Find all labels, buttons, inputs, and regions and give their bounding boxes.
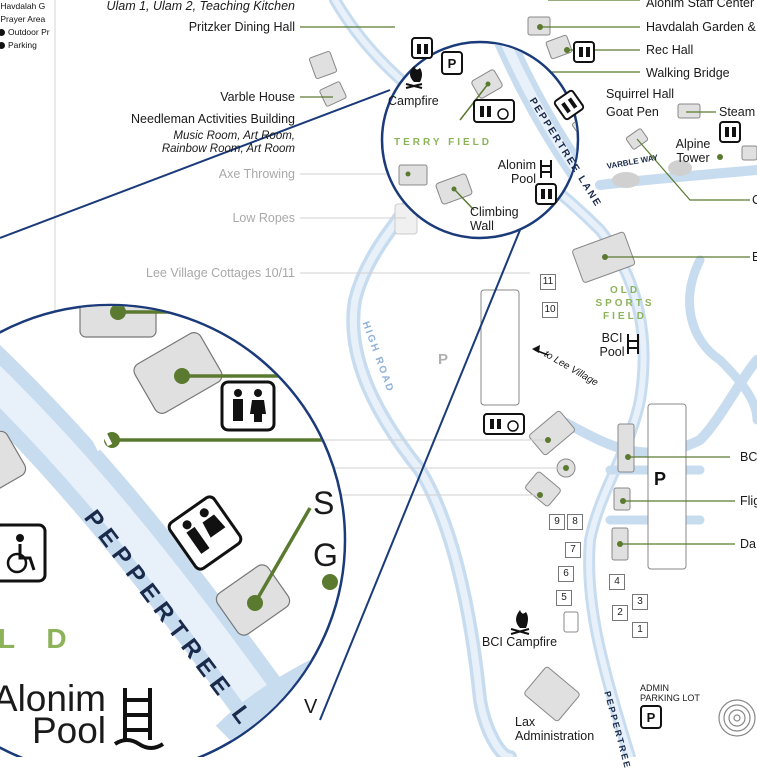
zoom-label-pool: Pool <box>31 710 106 751</box>
steam-restroom-icon <box>719 121 741 143</box>
inset-circle <box>380 40 580 240</box>
pool-icon <box>113 688 165 750</box>
zoom-cone <box>0 89 521 721</box>
legend: Havdalah G Prayer Area Outdoor Pr Parkin… <box>0 0 50 52</box>
label-steam: Steam <box>719 105 756 119</box>
cottage-number: 4 <box>609 574 625 590</box>
label-admin-parking: ADMIN PARKING LOT <box>640 683 700 703</box>
inset-restroom-icon-2 <box>535 183 557 205</box>
label-havdalah-garden: Havdalah Garden & <box>646 20 756 34</box>
inset-pool-icon <box>540 160 552 178</box>
svg-text:P: P <box>448 56 457 71</box>
cottage-number: 9 <box>549 514 565 530</box>
legend-dot-icon <box>0 29 5 36</box>
label-pritzker: Pritzker Dining Hall <box>188 20 295 34</box>
label-squirrel-hall: Squirrel Hall <box>606 87 675 101</box>
label-climbing-wall: Climbing Wall <box>470 205 519 233</box>
cottage-number: 11 <box>540 274 556 290</box>
cottage-number: 3 <box>632 594 648 610</box>
top-right-buildings <box>308 16 757 722</box>
restroom-icon <box>220 380 276 432</box>
label-da: Da <box>740 537 756 551</box>
inset-restroom-icon <box>411 37 433 59</box>
zoom-label-alonim: Alonim <box>0 678 106 719</box>
svg-text:P: P <box>654 469 666 489</box>
main-accessible-restroom-icon <box>483 413 525 435</box>
inset-campfire-icon <box>405 66 423 89</box>
label-old-sports-field: OLD SPORTS FIELD <box>595 285 655 322</box>
zoom-label-g: G <box>313 537 338 573</box>
zoom-label-v: V <box>304 696 318 718</box>
label-axe-throwing: Axe Throwing <box>218 167 295 181</box>
bci-pool-icon <box>627 334 639 354</box>
label-lax-admin: Lax Administration <box>515 715 595 743</box>
label-rec-hall: Rec Hall <box>646 43 694 57</box>
cottage-number: 6 <box>558 566 574 582</box>
label-bci-campfire: BCI Campfire <box>482 635 558 649</box>
admin-parking-icon: P <box>640 705 662 729</box>
inset-parking-icon: P <box>441 51 463 75</box>
label-alonim-staff: Alonim Staff Center <box>646 0 755 10</box>
label-goat-pen: Goat Pen <box>606 105 659 119</box>
label-music-room: Music Room, Art Room, <box>173 130 295 142</box>
cottage-number: 10 <box>542 302 558 318</box>
label-terry-field: TERRY FIELD <box>394 137 493 148</box>
label-bc: BC <box>740 450 757 464</box>
cottage-number: 5 <box>556 590 572 606</box>
label-low-ropes: Low Ropes <box>232 211 295 225</box>
zoom-label-ld: L D <box>0 623 79 654</box>
label-walking-bridge: Walking Bridge <box>646 66 730 80</box>
arrow-icon <box>532 345 549 356</box>
right-restroom-icon <box>573 41 595 63</box>
label-varble-house: Varble House <box>220 90 295 104</box>
label-rainbow-room: Rainbow Room, Art Room <box>161 143 295 155</box>
leader-lines <box>300 0 750 545</box>
parking-icon: P P <box>438 351 666 489</box>
cottage-number: 1 <box>632 622 648 638</box>
label-alonim-pool: Alonim Pool <box>497 158 536 186</box>
target-icon <box>718 699 756 737</box>
inset-restroom-rotated-icon <box>553 89 585 121</box>
legend-item: Parking <box>0 39 50 52</box>
inset-accessible-restroom-icon <box>473 99 515 123</box>
bci-campfire-icon <box>510 610 530 635</box>
svg-text:P: P <box>438 351 448 368</box>
label-needleman: Needleman Activities Building <box>131 112 295 126</box>
legend-item: Havdalah G <box>0 1 46 11</box>
svg-text:P: P <box>647 710 656 725</box>
label-bci-pool: BCI Pool <box>599 331 625 359</box>
restroom-icon-rotated <box>167 495 243 571</box>
legend-item: Outdoor Pr <box>0 26 50 39</box>
label-ulam: Ulam 1, Ulam 2, Teaching Kitchen <box>106 0 295 13</box>
cottage-number: 7 <box>565 542 581 558</box>
zoom-label-s: S <box>313 485 335 521</box>
accessible-icon <box>0 523 47 583</box>
cottage-number: 8 <box>567 514 583 530</box>
label-c: C <box>752 193 757 207</box>
label-lee-village: Lee Village Cottages 10/11 <box>146 266 295 280</box>
alpine-area <box>612 160 692 188</box>
label-campfire: Campfire <box>388 94 439 108</box>
label-e: E <box>752 250 757 264</box>
label-alpine-tower: Alpine Tower <box>675 137 711 165</box>
legend-item: Prayer Area <box>0 14 46 24</box>
cottage-number: 2 <box>612 605 628 621</box>
legend-dot-icon <box>0 42 5 49</box>
label-flig: Flig <box>740 494 757 508</box>
